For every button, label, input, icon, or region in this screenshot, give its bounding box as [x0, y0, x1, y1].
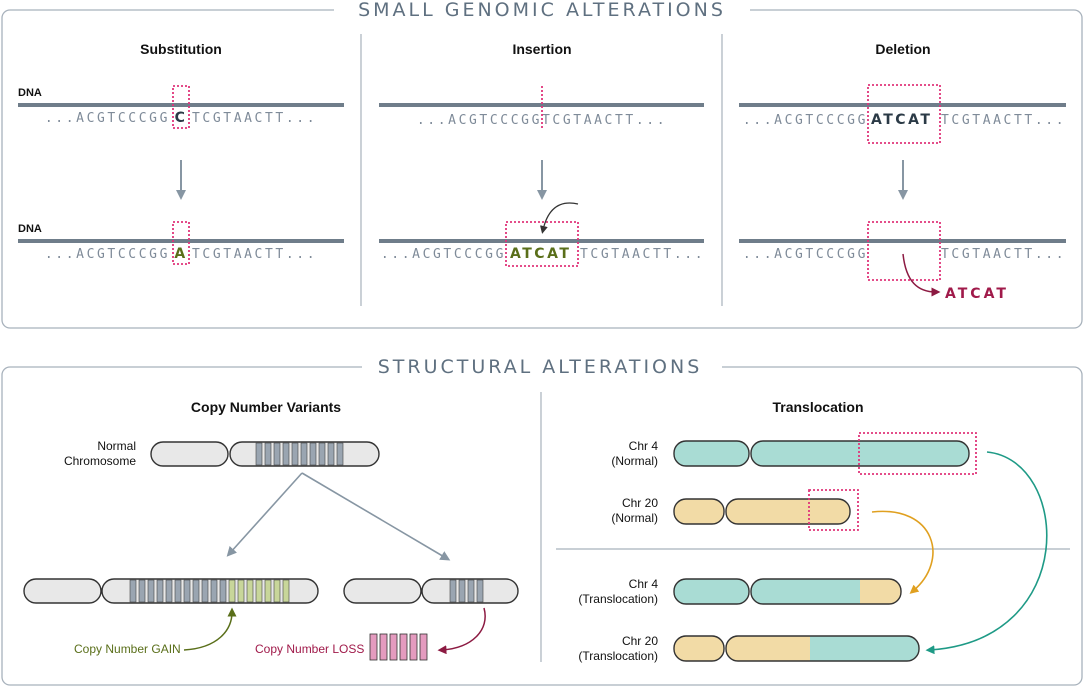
normal-chromosome [150, 441, 380, 467]
small-title-mask [334, 0, 750, 22]
del-seq-right-bottom: TCGTAACTT... [941, 247, 1066, 262]
cnv-arrow-gain [226, 472, 303, 557]
chr4-translocated [673, 578, 902, 605]
structural-alterations-section: STRUCTURAL ALTERATIONS Copy Number Varia… [1, 352, 1083, 686]
ins-seq-top: ...ACGTCCCGGTCGTAACTT... [417, 113, 667, 128]
substitution-title: Substitution [140, 41, 222, 57]
gain-chromosome [23, 578, 319, 604]
ins-highlight-box [505, 221, 579, 267]
gain-arrow [183, 607, 237, 651]
cnv-panel: Copy Number Variants Normal Chromosome [23, 399, 519, 661]
ins-inserted-bases: ATCAT [510, 246, 571, 262]
chr4-to-chr20-arrow [925, 451, 1048, 655]
chr20-trans-label-2: (Translocation) [578, 649, 658, 663]
chr4-break-box [858, 432, 977, 475]
chr20-trans-label-1: Chr 20 [622, 634, 658, 648]
copy-number-gain-label: Copy Number GAIN [74, 642, 181, 656]
deletion-title: Deletion [875, 41, 930, 57]
del-seq-right-top: TCGTAACTT... [941, 113, 1066, 128]
chr20-normal-label-2: (Normal) [611, 511, 658, 525]
small-section-title: SMALL GENOMIC ALTERATIONS [358, 0, 726, 21]
chr20-normal [673, 498, 851, 525]
dna-label-bottom: DNA [18, 223, 42, 235]
sub-seq-left-top: ...ACGTCCCGG [45, 111, 170, 126]
insertion-panel: Insertion ...ACGTCCCGGTCGTAACTT... ...AC… [379, 41, 705, 267]
deletion-panel: Deletion ...ACGTCCCGG ATCAT TCGTAACTT...… [739, 41, 1066, 302]
translocation-title: Translocation [772, 399, 863, 415]
cnv-title: Copy Number Variants [191, 399, 341, 415]
chr20-translocated [673, 635, 920, 662]
del-deleted-bases: ATCAT [871, 112, 932, 128]
chr4-normal-label-2: (Normal) [611, 454, 658, 468]
sub-seq-right-top: TCGTAACTT... [192, 111, 317, 126]
substitution-panel: Substitution DNA ...ACGTCCCGG C TCGTAACT… [18, 41, 344, 265]
chr20-normal-label-1: Chr 20 [622, 496, 658, 510]
lost-bands [369, 633, 428, 661]
chr20-break-box [808, 489, 859, 531]
normal-chrom-label-2: Chromosome [64, 454, 136, 468]
del-seq-left-bottom: ...ACGTCCCGG [743, 247, 868, 262]
sub-highlight-box-top [172, 85, 190, 129]
structural-title-mask [362, 352, 722, 380]
cnv-arrow-loss [301, 472, 451, 561]
del-seq-left-top: ...ACGTCCCGG [743, 113, 868, 128]
loss-chromosome [343, 578, 519, 604]
sub-original-base: C [175, 110, 188, 126]
chr20-to-chr4-arrow [871, 510, 934, 594]
ins-curved-arrow [539, 202, 579, 234]
normal-chrom-label-1: Normal [97, 439, 136, 453]
sub-seq-right-bottom: TCGTAACTT... [192, 247, 317, 262]
del-highlight-box-top [867, 84, 941, 144]
chr4-normal-label-1: Chr 4 [629, 439, 659, 453]
insertion-title: Insertion [512, 41, 571, 57]
del-highlight-box-bottom [867, 221, 941, 281]
ins-seq-right: TCGTAACTT... [580, 247, 705, 262]
chr4-trans-label-1: Chr 4 [629, 577, 659, 591]
translocation-panel: Translocation Chr 4 (Normal) Chr 20 (Nor… [578, 399, 1048, 663]
ins-seq-left: ...ACGTCCCGG [381, 247, 506, 262]
structural-section-title: STRUCTURAL ALTERATIONS [378, 356, 703, 378]
small-alterations-section: SMALL GENOMIC ALTERATIONS Substitution D… [1, 0, 1083, 329]
loss-arrow [437, 607, 486, 655]
sub-seq-left-bottom: ...ACGTCCCGG [45, 247, 170, 262]
structural-section-frame [1, 366, 1083, 686]
chr4-trans-label-2: (Translocation) [578, 592, 658, 606]
del-removal-arrow [902, 253, 941, 297]
dna-label-top: DNA [18, 87, 42, 99]
copy-number-loss-label: Copy Number LOSS [255, 642, 364, 656]
sub-highlight-box-bottom [172, 221, 190, 265]
chr4-normal [673, 440, 970, 467]
del-removed-bases: ATCAT [945, 286, 1009, 302]
sub-new-base: A [174, 246, 187, 262]
